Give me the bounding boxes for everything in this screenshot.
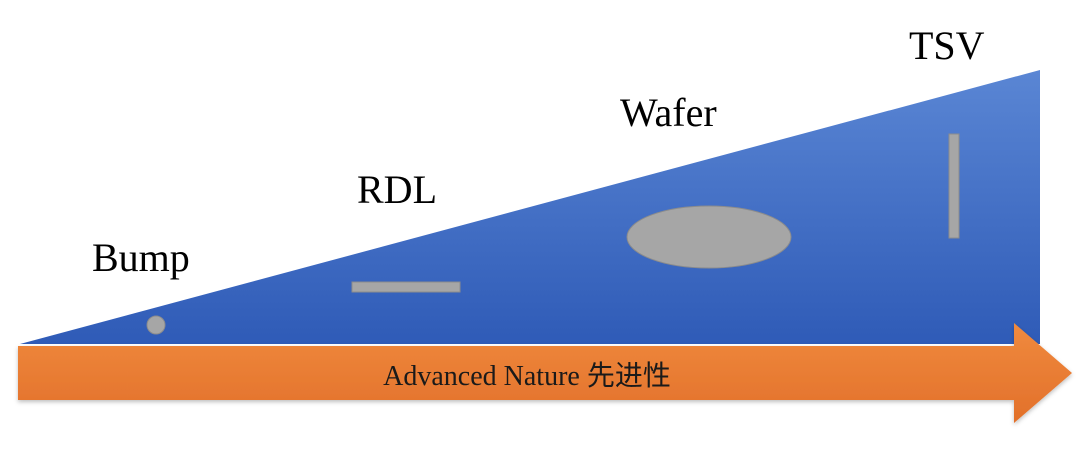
advanced-nature-arrow xyxy=(18,323,1072,423)
rdl-label: RDL xyxy=(357,167,437,212)
bump-shape xyxy=(146,315,166,335)
advanced-nature-label: Advanced Nature 先进性 xyxy=(383,361,671,392)
tsv-shape xyxy=(948,133,960,239)
tsv-label: TSV xyxy=(909,23,985,68)
wafer-label: Wafer xyxy=(620,90,717,135)
wafer-shape xyxy=(626,205,792,269)
advancement-wedge xyxy=(20,70,1040,344)
rdl-shape xyxy=(351,281,461,293)
bump-label: Bump xyxy=(92,235,190,280)
